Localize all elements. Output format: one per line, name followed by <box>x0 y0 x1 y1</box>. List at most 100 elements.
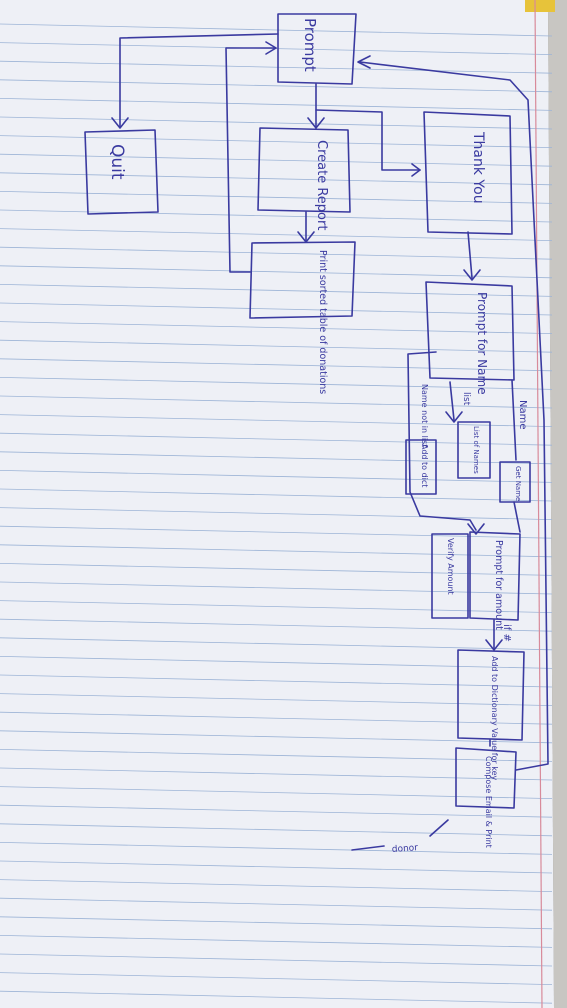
get-name-box <box>499 461 531 503</box>
print-sorted-box <box>249 241 356 319</box>
ruled-lines <box>0 23 553 1004</box>
name-label: Name <box>517 400 528 430</box>
ruled-line <box>0 451 553 465</box>
paper-edge <box>548 0 567 1008</box>
ruled-line <box>0 600 553 613</box>
ruled-line <box>0 395 553 409</box>
ruled-line <box>0 209 553 223</box>
ruled-line <box>0 302 553 316</box>
add-to-dictionary-box <box>457 649 525 741</box>
ruled-line <box>0 990 553 1004</box>
create-report-label-1: Create Report <box>314 140 329 230</box>
ruled-line <box>0 98 553 111</box>
get-name-label: Get Name <box>514 466 522 501</box>
ruled-line <box>0 60 553 74</box>
arrow-head <box>111 117 129 129</box>
compose-email-box <box>455 747 517 809</box>
ruled-line <box>0 191 553 204</box>
ruled-line <box>0 935 553 948</box>
ruled-line <box>0 544 553 558</box>
connector-prompt-thank <box>315 109 421 171</box>
thank-you-box <box>423 111 513 235</box>
quit-box <box>84 129 159 215</box>
arrow-head <box>297 231 315 243</box>
list-of-names-label: List of Names <box>472 426 480 474</box>
hash-label: if # <box>501 624 512 642</box>
thank-you-label: Thank You <box>470 131 486 204</box>
ruled-line <box>0 377 553 390</box>
ruled-line <box>0 284 553 297</box>
ruled-line <box>0 767 553 781</box>
ruled-line <box>0 618 553 632</box>
ruled-line <box>0 823 553 837</box>
prompt-box <box>277 13 357 85</box>
flowchart-sketch <box>84 13 549 851</box>
ruled-line <box>0 879 553 892</box>
connector-name <box>511 379 517 461</box>
ruled-line <box>0 432 553 446</box>
verify-amount-label: Verify Amount <box>446 538 455 595</box>
ruled-line <box>0 693 553 706</box>
prompt-for-name-label: Prompt for Name <box>475 292 489 395</box>
ruled-line <box>0 786 553 799</box>
ruled-line <box>0 842 553 855</box>
ruled-line <box>0 507 553 520</box>
ruled-line <box>0 116 553 130</box>
create-report-box <box>257 127 351 213</box>
connector-list <box>449 381 455 421</box>
ruled-line <box>0 470 553 483</box>
connector-getname-amount <box>513 501 521 533</box>
arrow-head <box>445 411 463 423</box>
margin-line <box>534 0 543 1008</box>
ruled-line <box>0 804 553 818</box>
arrow-head <box>485 639 503 651</box>
ruled-line <box>0 321 553 334</box>
prompt-label: Prompt <box>301 18 319 72</box>
add-to-dictionary-label: Add to Dictionary Value for key <box>490 656 499 781</box>
connector-compose-prompt <box>359 61 549 771</box>
ruled-line <box>0 525 553 539</box>
ruled-line <box>0 563 553 576</box>
connector-thank-promptname <box>467 231 473 279</box>
connector-print-prompt <box>225 47 277 273</box>
connector-name-not-in-list <box>407 351 477 531</box>
ruled-line <box>0 916 553 930</box>
arrow-head <box>463 269 481 281</box>
prompt-for-amount-box <box>469 531 521 621</box>
ruled-line <box>0 953 553 967</box>
ruled-line <box>0 897 553 911</box>
ruled-line <box>0 711 553 725</box>
print-sorted-label: Print sorted table of donations <box>317 250 328 394</box>
ruled-line <box>0 488 553 502</box>
ruled-line <box>0 228 553 241</box>
quit-label: Quit <box>107 144 127 180</box>
list-of-names-box <box>457 421 491 479</box>
ruled-line <box>0 860 553 874</box>
arrow-head <box>265 41 277 55</box>
ruled-line <box>0 730 553 744</box>
scribble-mark <box>429 819 449 837</box>
ruled-line <box>0 637 553 651</box>
name-not-in-list-label: Name not in list <box>420 384 429 447</box>
ruled-line <box>0 358 553 372</box>
ruled-line <box>0 153 553 167</box>
ruled-line <box>0 79 553 93</box>
arrow-head <box>307 117 325 129</box>
verify-amount-box <box>431 533 469 619</box>
add-to-dict-label: Add to dict <box>420 444 429 487</box>
paper-sheet <box>0 0 554 1008</box>
connector-prompt-quit <box>119 33 279 127</box>
ruled-line <box>0 265 553 279</box>
ruled-line <box>0 414 553 427</box>
ruled-line <box>0 581 553 595</box>
arrow-head <box>411 163 421 177</box>
pencil-tip <box>525 0 555 12</box>
ruled-line <box>0 246 553 260</box>
list-label: list <box>461 392 471 406</box>
prompt-for-name-box <box>425 281 515 381</box>
ruled-line <box>0 172 553 186</box>
scribble-strike <box>351 845 385 851</box>
prompt-for-amount-label: Prompt for amount <box>493 540 504 630</box>
ruled-line <box>0 749 553 762</box>
